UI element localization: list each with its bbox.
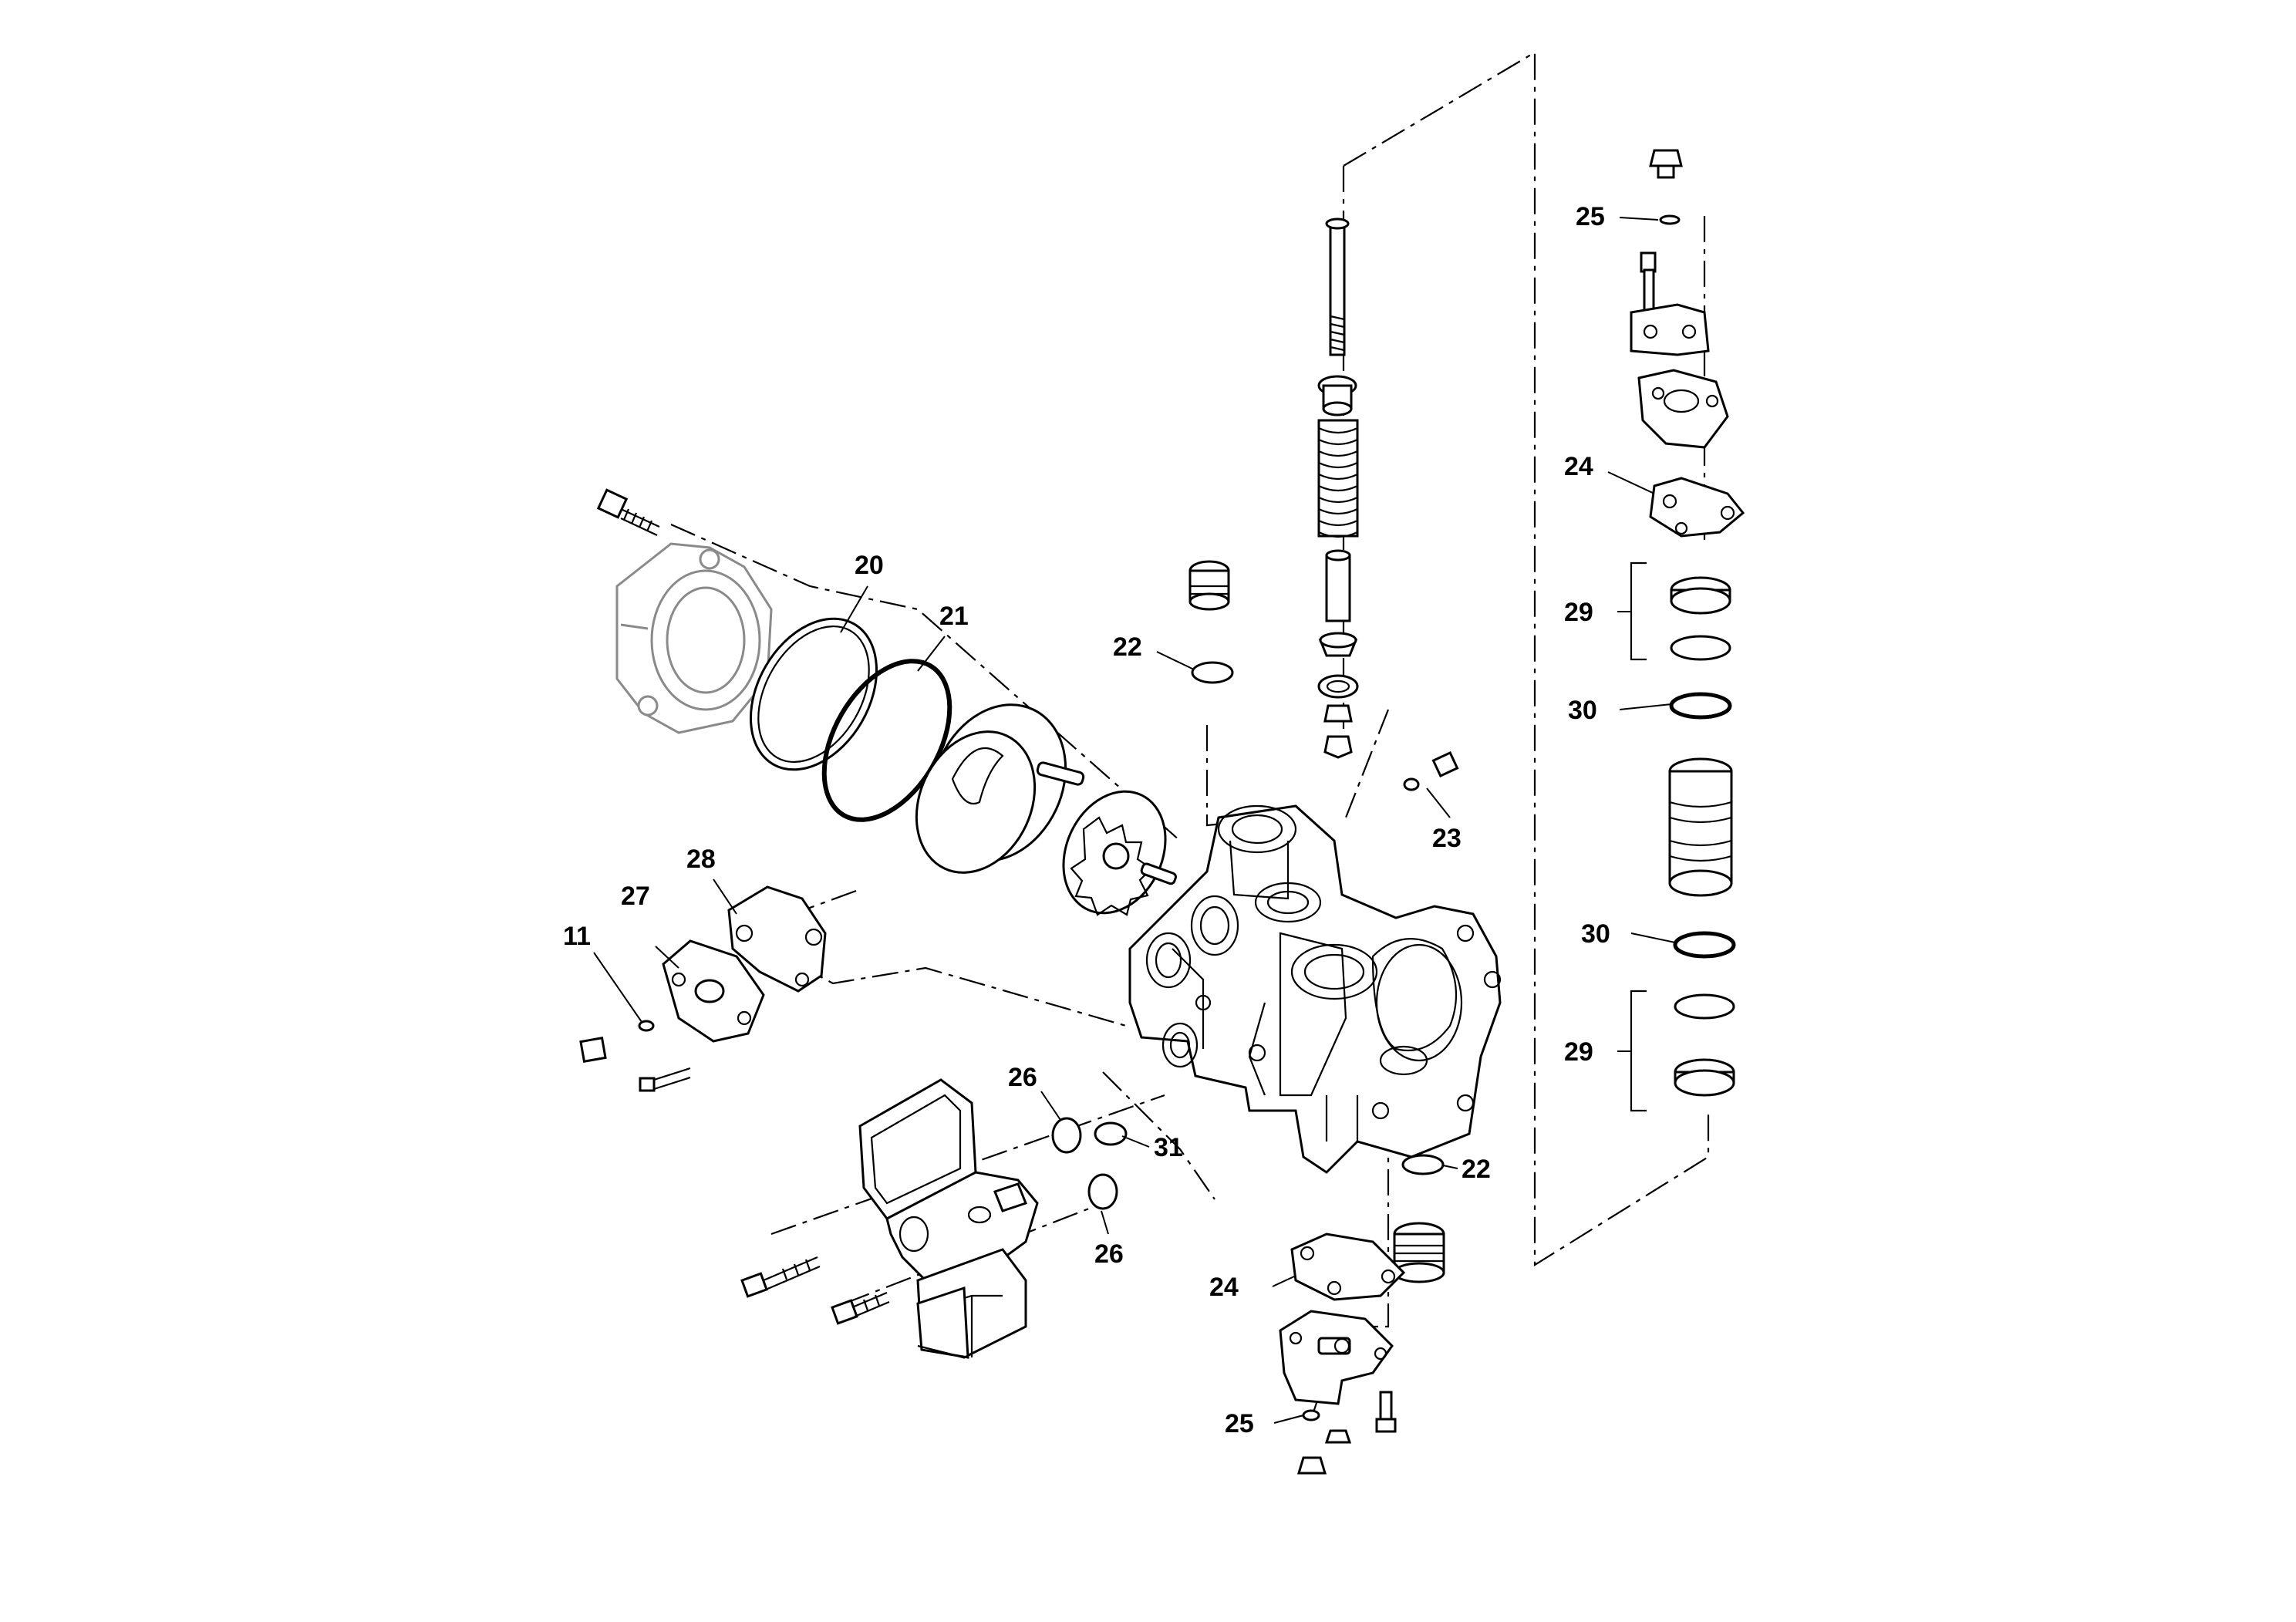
seal-washer-22-top	[1191, 661, 1234, 684]
callout-24-right: 24	[1564, 452, 1593, 481]
pump-rotor-gear	[1062, 790, 1177, 916]
callout-30-upper: 30	[1568, 696, 1597, 725]
callout-25-bottom: 25	[1225, 1409, 1254, 1438]
solenoid-valve-assembly	[858, 1078, 1039, 1359]
pump-outer-ring	[915, 703, 1085, 874]
screw-11	[579, 1020, 691, 1092]
callout-26-upper: 26	[1008, 1063, 1037, 1092]
o-rings-26-31	[1051, 1117, 1128, 1210]
screw-23	[1403, 750, 1459, 791]
main-valve-body	[1128, 804, 1502, 1174]
callout-22-top: 22	[1113, 632, 1142, 662]
callout-leaders	[593, 217, 1676, 1424]
callout-29-lower: 29	[1564, 1037, 1593, 1067]
callout-23: 23	[1432, 824, 1462, 853]
callout-25-top: 25	[1576, 202, 1605, 231]
callout-21: 21	[939, 602, 969, 631]
plate-27	[662, 939, 765, 1043]
seal-ring-20	[749, 617, 878, 771]
relief-valve-stack	[1317, 218, 1359, 759]
callout-31: 31	[1154, 1133, 1183, 1162]
callout-20: 20	[855, 551, 884, 580]
gasket-28	[727, 885, 827, 993]
end-cover-housing	[615, 542, 773, 734]
plug-22-bottom	[1393, 1222, 1445, 1283]
right-valve-stack	[1630, 149, 1745, 1112]
callout-labels: 11 20 21 22 23 25 24 29 30 30 29 22 24 2…	[563, 202, 1610, 1438]
solenoid-bolts	[740, 1256, 890, 1325]
seal-washer-22-bottom	[1401, 1154, 1445, 1175]
gasket-24-bottom	[1290, 1233, 1406, 1301]
callout-27: 27	[621, 882, 650, 911]
callout-30-lower: 30	[1581, 919, 1610, 949]
callout-26-lower: 26	[1094, 1239, 1124, 1269]
cover-bolt	[596, 488, 660, 536]
coil-spring	[1317, 419, 1359, 538]
plug-22-top	[1188, 560, 1230, 611]
bottom-cover-plate	[1279, 1310, 1394, 1405]
callout-11: 11	[563, 922, 591, 951]
callout-24-bottom: 24	[1209, 1273, 1239, 1302]
bottom-bolts	[1296, 1391, 1397, 1475]
callout-22-bottom: 22	[1462, 1155, 1491, 1184]
callout-29-upper: 29	[1564, 598, 1593, 627]
callout-28: 28	[686, 845, 716, 874]
